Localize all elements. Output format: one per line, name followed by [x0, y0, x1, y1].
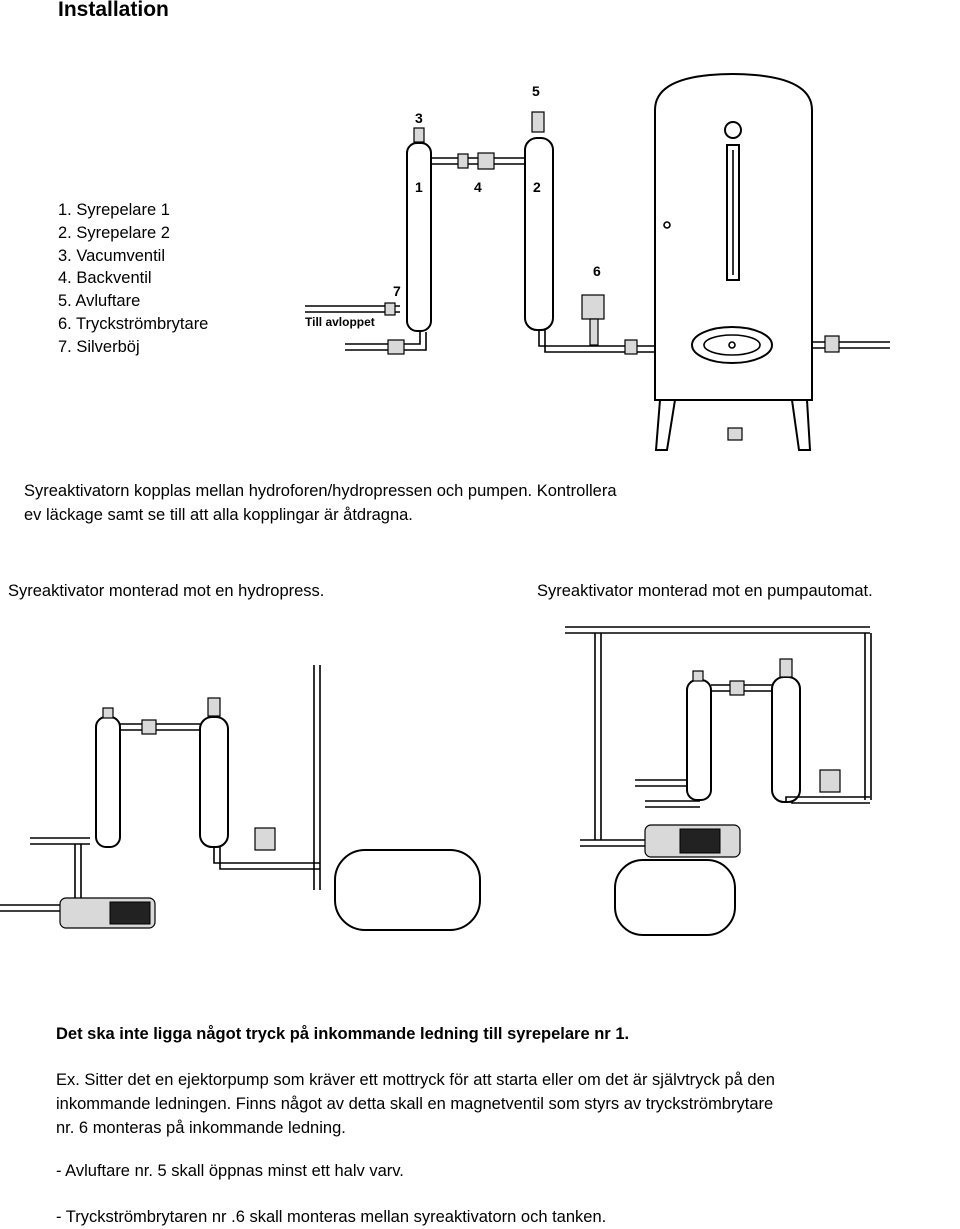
example-line-1: Ex. Sitter det en ejektorpump som kräver…: [56, 1071, 775, 1089]
parts-list-item: 1. Syrepelare 1: [58, 201, 170, 219]
diagram-number-4: 4: [474, 179, 482, 195]
check-valve: [477, 152, 495, 170]
tank-leg-left: [654, 399, 677, 451]
diagram-number-5: 5: [532, 83, 540, 99]
parts-list-item: 2. Syrepelare 2: [58, 223, 170, 242]
parts-list-item: 3. Vacumventil: [58, 246, 165, 265]
hydropress-diagram: [0, 665, 481, 931]
oxygen-column-1: [406, 142, 432, 332]
oxygen-column-1: [95, 716, 121, 848]
pressure-switch: [254, 827, 276, 851]
diagram-number-3: 3: [415, 110, 423, 126]
parts-list-item: 6. Tryckströmbrytare: [58, 314, 209, 333]
installation-diagram: 3 1 5 2 4 7 Till avloppet 6: [305, 73, 890, 451]
oxygen-column-2: [771, 676, 801, 803]
parts-list-item: 4. Backventil: [58, 269, 152, 288]
pump-automat-tank: [614, 859, 736, 936]
gauge-icon: [724, 121, 742, 139]
hydropress-tank: [334, 849, 481, 931]
air-vent: [531, 111, 545, 133]
outlet-label: Till avloppet: [305, 315, 375, 329]
diagram-number-1: 1: [415, 179, 423, 195]
pump-automat-diagram: [565, 626, 872, 936]
tank-leg-right: [790, 399, 812, 451]
note-pressure-switch: - Tryckströmbrytaren nr .6 skall montera…: [56, 1208, 607, 1226]
drain-valve: [727, 427, 743, 441]
intro-line-1: Syreaktivatorn kopplas mellan hydroforen…: [24, 482, 617, 500]
vacuum-valve: [413, 127, 425, 143]
caption-pump-automat: Syreaktivator monterad mot en pumpautoma…: [537, 582, 873, 600]
diagram-number-2: 2: [533, 179, 541, 195]
parts-list: 1. Syrepelare 1 2. Syrepelare 2 3. Vacum…: [58, 199, 208, 359]
example-line-3: nr. 6 monteras på inkommande ledning.: [56, 1119, 346, 1137]
pressure-switch: [581, 294, 605, 320]
page-title: Installation: [58, 0, 169, 21]
note-air-vent: - Avluftare nr. 5 skall öppnas minst ett…: [56, 1162, 404, 1180]
intro-line-2: ev läckage samt se till att alla kopplin…: [24, 506, 413, 524]
parts-list-item: 7. Silverböj: [58, 337, 140, 356]
silver-bend: [384, 302, 396, 316]
oxygen-column-2: [199, 716, 229, 848]
example-line-2: inkommande ledningen. Finns något av det…: [56, 1095, 774, 1113]
oxygen-column-1: [686, 679, 712, 801]
tank-inspection-hatch: [691, 326, 773, 364]
warning-text: Det ska inte ligga något tryck på inkomm…: [56, 1025, 630, 1043]
parts-list-item: 5. Avluftare: [58, 292, 141, 311]
pressure-switch: [819, 769, 841, 793]
diagram-number-6: 6: [593, 263, 601, 279]
oxygen-column-2: [524, 137, 554, 331]
diagram-number-7: 7: [393, 283, 401, 299]
caption-hydropress: Syreaktivator monterad mot en hydropress…: [8, 582, 325, 600]
